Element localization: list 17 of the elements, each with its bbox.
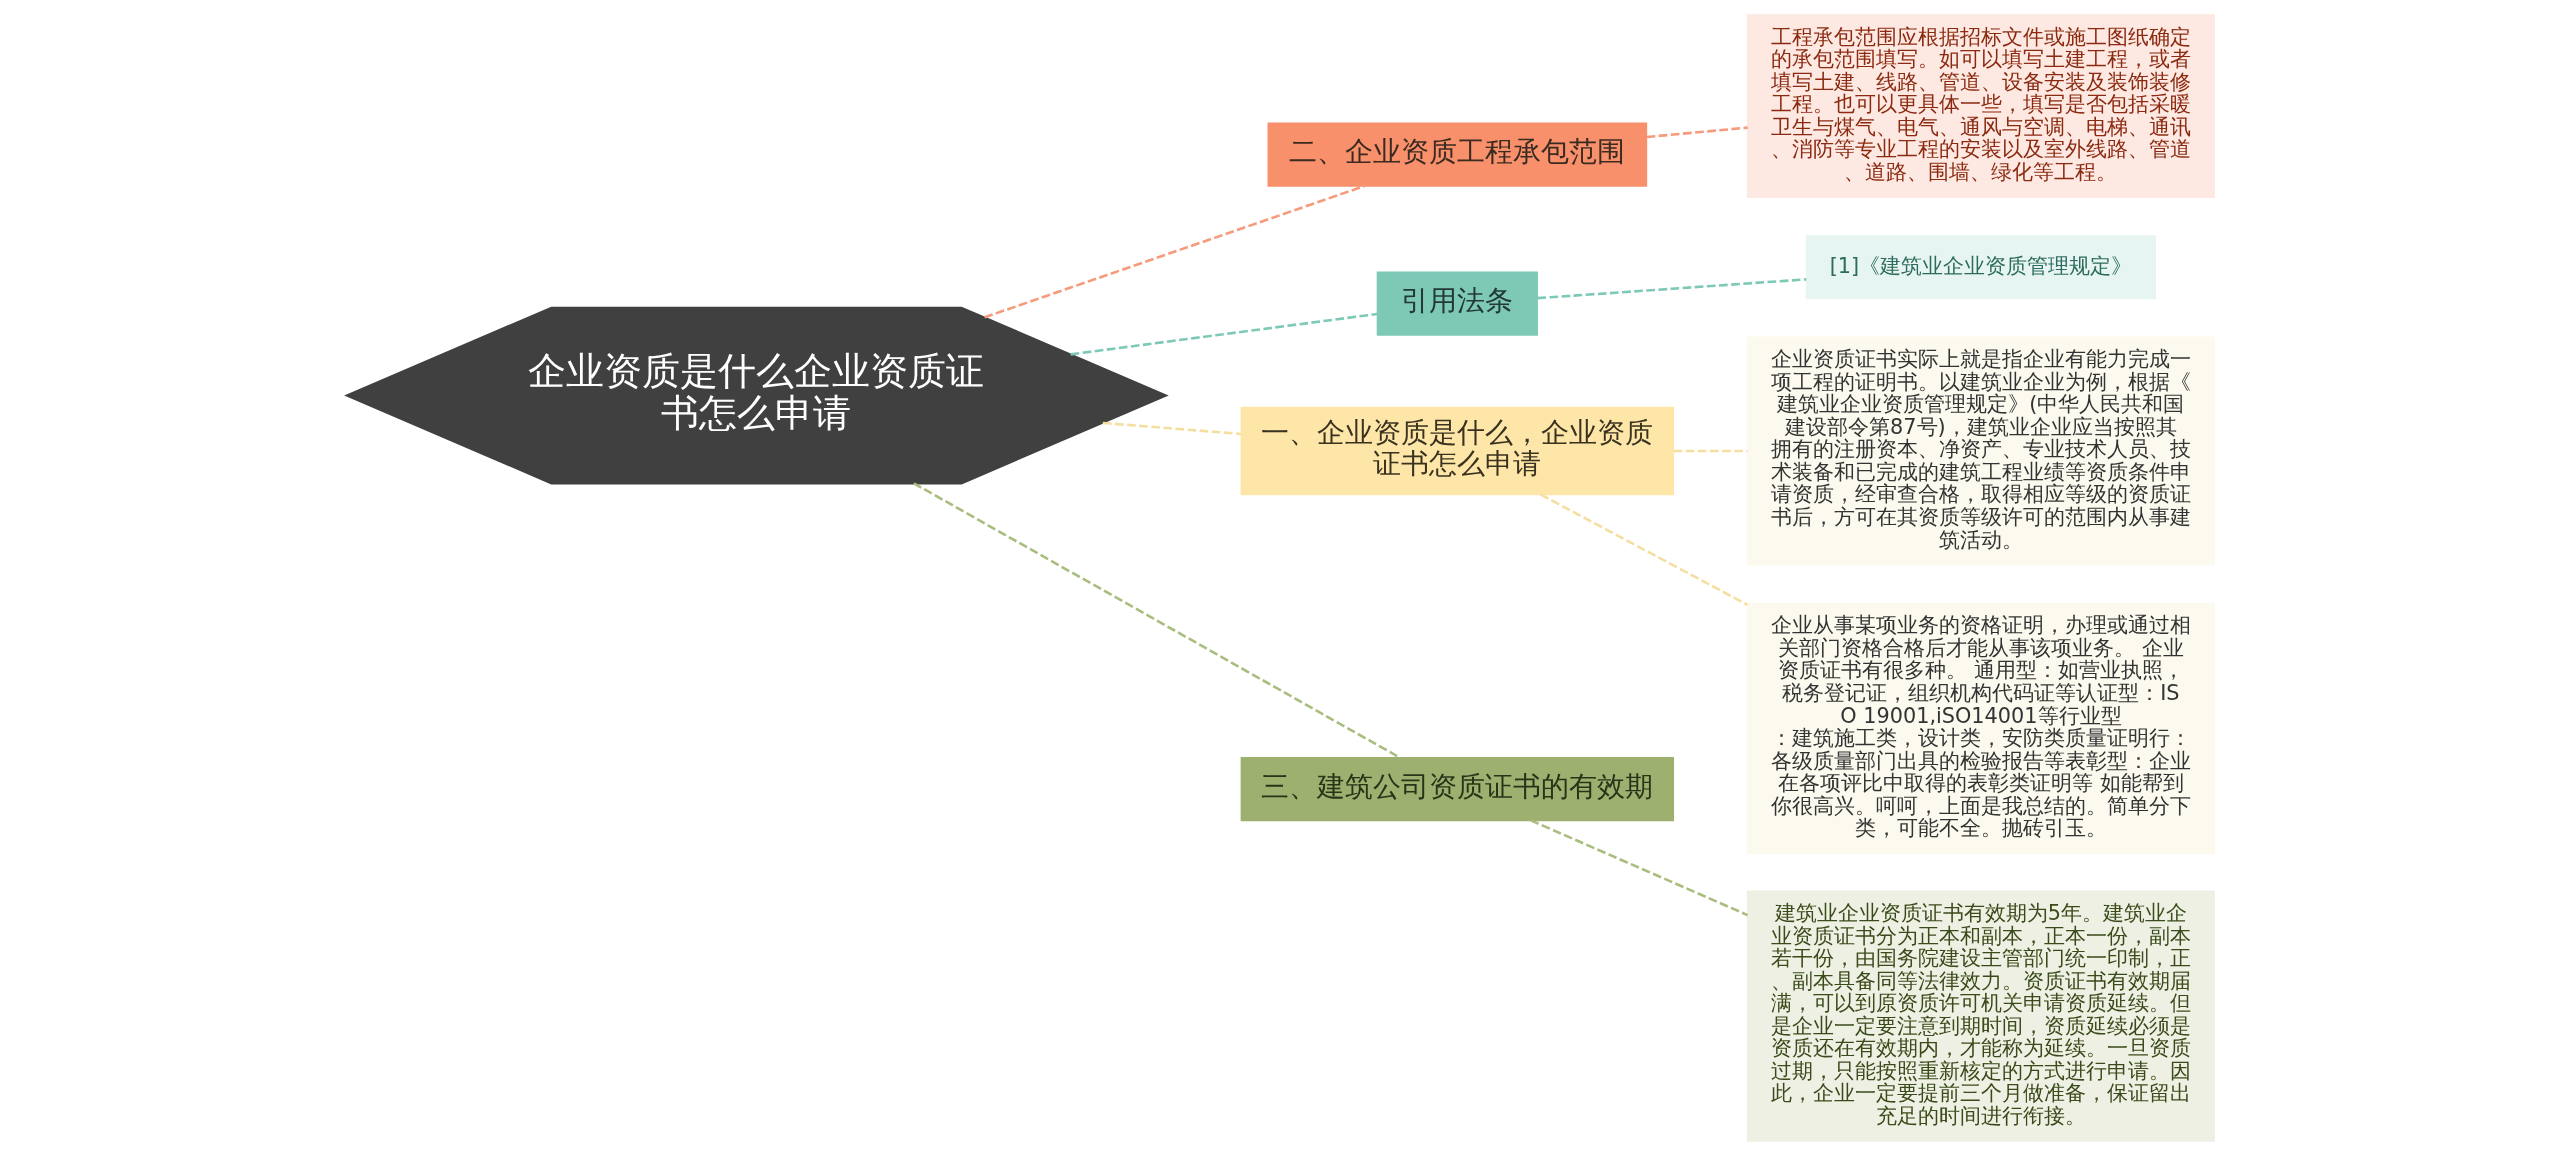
connector — [984, 184, 1366, 319]
connector — [1646, 126, 1748, 139]
connector — [1070, 312, 1378, 356]
connector — [1540, 493, 1748, 606]
connector — [1530, 819, 1749, 917]
connector — [1673, 449, 1748, 453]
node-box: 三、建筑公司资质证书的有效期 — [1240, 757, 1675, 822]
node-box: 建筑业企业资质证书有效期为5年。建筑业企业资质证书分为正本和副本，正本一份，副本若干份，由国务院建设主管部门统一印制，正、副本具备同等法律效力。资质证书有效期届满，可以到原资质许可机关申请资质延续。但是企业一定要注意到期时间，资质延续必须是资质还在有效期内，才能称为延续。一旦资质过期，只能按照重新核定的方式进行申请。因此，企业一定要提前三个月做准备，保证留出充足的时间进行衔接。 — [1746, 890, 2215, 1142]
node-box: [1]《建筑业企业资质管理规定》 — [1805, 235, 2156, 300]
node-box: 二、企业资质工程承包范围 — [1267, 122, 1648, 187]
node-box: 企业资质证书实际上就是指企业有能力完成一项工程的证明书。以建筑业企业为例，根据《建筑业企业资质管理规定》(中华人民共和国建设部令第87号)，建筑业企业应当按照其拥有的注册资本、净资产、专业技术人员、技术装备和已完成的建筑工程业绩等资质条件申请资质，经审查合格，取得相应等级的资质证书后，方可在其资质等级许可的范围内从事建筑活动。 — [1746, 336, 2215, 566]
node-box: 工程承包范围应根据招标文件或施工图纸确定的承包范围填写。如可以填写土建工程，或者填写土建、线路、管道、设备安装及装饰装修工程。也可以更具体一些，填写是否包括采暖卫生与煤气、电气、通风与空调、电梯、通讯、消防等专业工程的安装以及室外线路、管道、道路、围墙、绿化等工程。 — [1746, 14, 2215, 198]
connector — [1537, 278, 1807, 300]
node-box: 一、企业资质是什么，企业资质证书怎么申请 — [1240, 406, 1675, 496]
node-box: 企业从事某项业务的资格证明，办理或通过相关部门资格合格后才能从事该项业务。 企业资质证书有很多种。 通用型：如营业执照，税务登记证，组织机构代码证等认证型：ISO 19001,iSO14001等行业型：建筑施工类，设计类，安防类质量证明行：各级质量部门出具的检验报告等表彰型：企业在各项评比中取得的表彰类证明等 如能帮到你很高兴。呵呵，上面是我总结的。简单分下类，可能不全。抛砖引玉。 — [1746, 602, 2215, 855]
connector — [1102, 421, 1242, 436]
node-box: 引用法条 — [1376, 271, 1538, 336]
